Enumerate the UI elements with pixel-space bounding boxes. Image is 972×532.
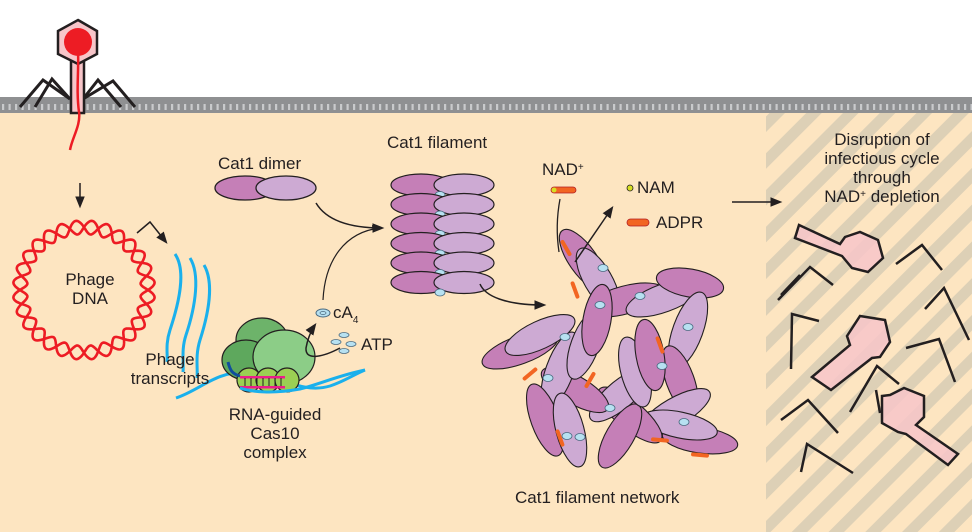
network-bound-cA4 xyxy=(559,333,571,341)
dna-strand xyxy=(12,219,156,361)
label-cat1-dimer: Cat1 dimer xyxy=(218,154,302,173)
label-adpr: ADPR xyxy=(656,213,704,232)
cell-membrane xyxy=(0,97,972,113)
atp-icon xyxy=(330,332,357,354)
cA4-icon xyxy=(315,308,331,318)
label-outcome-nad: NAD xyxy=(824,187,861,206)
label-nad-base: NAD xyxy=(542,160,578,179)
network-bound-cA4 xyxy=(574,433,586,441)
label-phage-dna-line2: DNA xyxy=(72,289,108,308)
label-cA4-base: cA xyxy=(333,303,353,322)
cat1-filament-icon xyxy=(390,173,495,297)
nad-binding-arrow xyxy=(556,198,561,253)
network-bound-cA4 xyxy=(656,362,668,370)
network-bound-nad xyxy=(584,371,596,389)
cat1-subunit-light xyxy=(433,270,495,295)
network-subunit-dark xyxy=(581,283,613,357)
label-outcome-line4: NAD+ depletion xyxy=(792,187,972,206)
dimer-to-filament-arrow xyxy=(315,202,385,233)
network-bound-nad xyxy=(691,452,709,458)
label-cat1-filament: Cat1 filament xyxy=(387,133,488,152)
label-cas10-line3: complex xyxy=(243,443,307,462)
label-cas10-line1: RNA-guided xyxy=(228,405,322,424)
network-bound-cA4 xyxy=(597,264,609,272)
label-outcome-line3: through xyxy=(853,168,911,187)
label-atp: ATP xyxy=(361,335,393,354)
label-cas10-line2: Cas10 xyxy=(250,424,300,443)
cat1-filament-network-icon xyxy=(481,228,739,469)
phage-transcripts xyxy=(165,253,211,379)
adpr-icon xyxy=(626,218,650,227)
cat1-dimer-icon xyxy=(214,175,317,201)
label-phage-transcripts-line2: transcripts xyxy=(130,369,210,388)
cA4-synthesis-arrow xyxy=(305,323,341,358)
network-bound-cA4 xyxy=(682,323,694,331)
phage-dna-circle xyxy=(12,219,156,361)
label-nam: NAM xyxy=(637,178,675,197)
label-nad: NAD+ xyxy=(542,160,584,179)
label-outcome-depletion: depletion xyxy=(866,187,940,206)
network-bound-cA4 xyxy=(542,374,554,382)
nad-icon xyxy=(550,186,577,194)
filament-to-network-arrow xyxy=(479,283,547,310)
bound-cA4 xyxy=(434,288,446,297)
label-cA4-sub: 4 xyxy=(352,315,359,326)
network-subunit-light xyxy=(504,313,576,357)
network-bound-nad xyxy=(651,437,669,443)
cA4-binding-arrow xyxy=(322,225,382,301)
network-bound-cA4 xyxy=(604,404,616,412)
label-phage-dna-line1: Phage xyxy=(65,270,115,289)
network-bound-cA4 xyxy=(561,432,573,440)
nad-hydrolysis-arrow xyxy=(574,206,614,263)
label-phage-dna: Phage DNA xyxy=(50,270,130,308)
network-bound-nad xyxy=(522,367,538,381)
disrupted-phage-heads xyxy=(793,223,960,467)
label-phage-transcripts-line1: Phage xyxy=(145,350,195,369)
network-bound-nad xyxy=(655,336,665,354)
label-nad-sup: + xyxy=(577,162,584,173)
label-cA4: cA4 xyxy=(333,303,359,326)
label-cat1-filament-network: Cat1 filament network xyxy=(515,488,680,507)
label-outcome: Disruption of infectious cycle through N… xyxy=(792,130,972,206)
label-outcome-line2: infectious cycle xyxy=(824,149,940,168)
label-phage-transcripts: Phage transcripts xyxy=(120,350,220,388)
phage-icon xyxy=(18,18,137,151)
network-bound-nad xyxy=(560,239,572,257)
nam-icon xyxy=(626,184,634,192)
cas10-complex-icon xyxy=(175,317,366,400)
transcription-arrow xyxy=(136,220,168,244)
network-bound-nad xyxy=(555,429,565,447)
label-outcome-nad-sup: + xyxy=(860,189,866,200)
network-bound-cA4 xyxy=(594,301,606,309)
label-cas10-complex: RNA-guided Cas10 complex xyxy=(215,405,335,462)
network-bound-cA4 xyxy=(634,292,646,300)
disrupted-phage-fragments xyxy=(777,243,971,475)
network-bound-nad xyxy=(570,281,580,299)
network-subunit-dark xyxy=(655,267,725,299)
label-outcome-line1: Disruption of xyxy=(834,130,930,149)
network-bound-cA4 xyxy=(678,418,690,426)
